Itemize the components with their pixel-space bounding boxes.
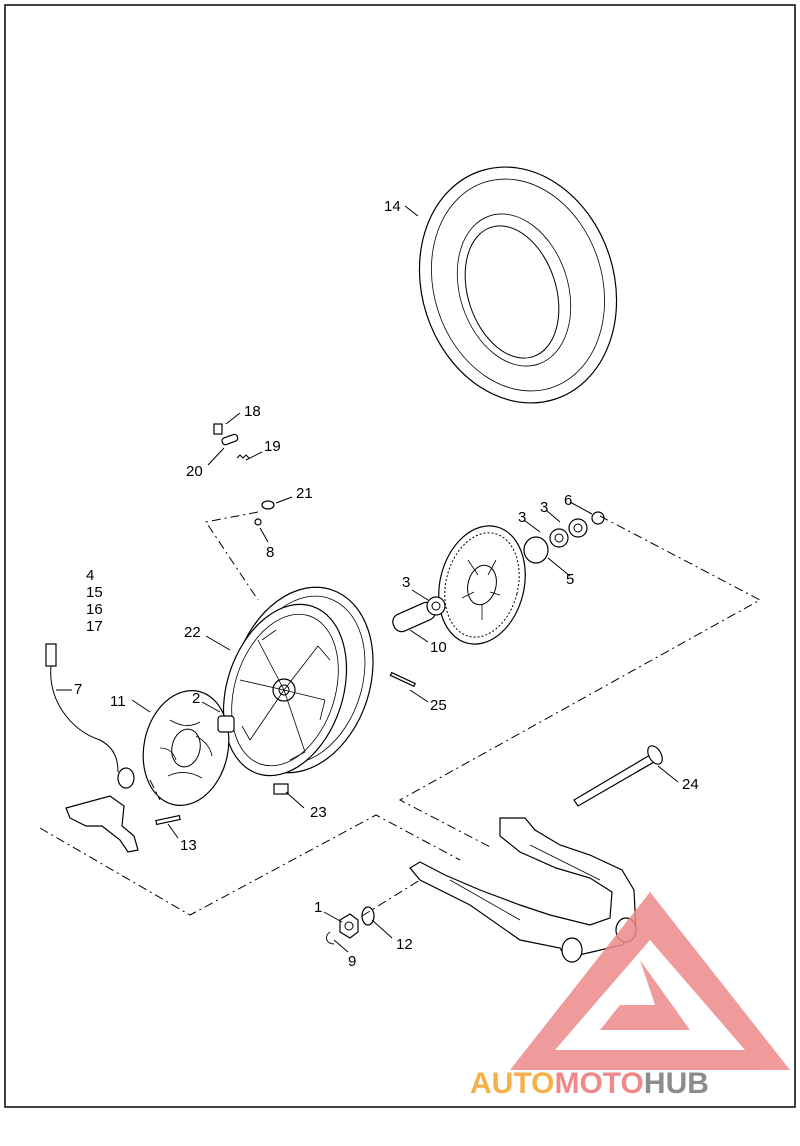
callout-23: 23 [310,804,327,821]
callout-7: 7 [74,681,82,698]
sprocket [438,525,526,645]
callout-11: 11 [110,693,126,710]
caliper-bracket [65,795,139,853]
callout-25: 25 [430,697,447,714]
callout-10: 10 [430,639,447,656]
callout-3-c: 3 [518,509,526,526]
callout-9: 9 [348,953,356,970]
callout-14: 14 [384,198,401,215]
washer-12 [361,906,375,926]
pin-13 [155,814,181,826]
watermark-logo-icon [510,892,790,1070]
valve-stem [213,423,275,526]
callout-21: 21 [296,485,313,502]
weight-23 [273,783,289,795]
clip-9 [326,931,335,945]
callout-6: 6 [564,492,572,509]
callout-15: 15 [86,584,103,601]
callout-20: 20 [186,463,203,480]
swingarm [409,817,637,963]
callout-1: 1 [314,899,322,916]
assembly-lines [39,511,762,917]
diagram-border [4,4,796,1108]
bearing-3-c [568,518,588,538]
watermark-text: AUTOMOTOHUB [470,1067,709,1100]
axle-nut [339,913,359,939]
pin-25 [389,671,417,688]
speed-sensor [45,643,135,789]
bearing-3-b [549,528,569,548]
axle [573,745,663,807]
callout-4: 4 [86,567,94,584]
callout-12: 12 [396,936,413,953]
callout-19: 19 [264,438,281,455]
callout-3-a: 3 [402,574,410,591]
brake-disc [142,689,230,807]
callout-17: 17 [86,618,103,635]
spacer-5 [523,536,549,564]
callout-24: 24 [682,776,699,793]
callout-3-d: 3 [540,499,548,516]
bearing-3-a [426,596,446,616]
callout-2: 2 [192,690,200,707]
callout-8: 8 [266,544,274,561]
leader-lines [56,205,679,953]
wheel [222,586,374,777]
callout-13: 13 [180,837,197,854]
callout-22: 22 [184,624,201,641]
bearing-2 [217,715,235,733]
callout-5: 5 [566,571,574,588]
callout-16: 16 [86,601,103,618]
seal-6 [591,511,605,525]
callout-18: 18 [244,403,261,420]
tire [418,166,618,404]
